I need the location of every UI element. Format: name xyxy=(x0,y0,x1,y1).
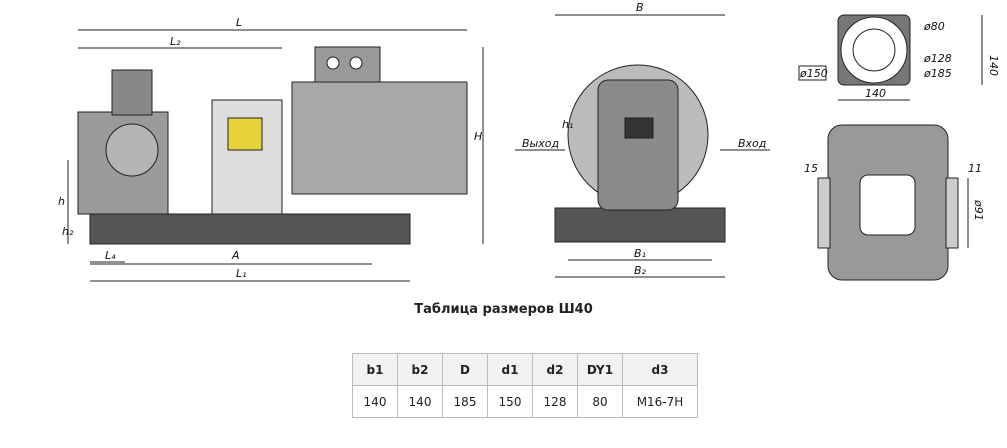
header-b1: b1 xyxy=(352,353,398,386)
dim-h2: h₂ xyxy=(62,225,74,238)
pump-technical-drawing: L L₂ H h h₂ L₄ A L₁ B h₁ Выход Вход B₁ B… xyxy=(58,1,1000,282)
dimensions-table: b1 b2 D d1 d2 DY1 d3 140 140 185 150 128… xyxy=(352,353,698,418)
value-b2: 140 xyxy=(397,385,443,418)
table-header-row: b1 b2 D d1 d2 DY1 d3 xyxy=(352,353,698,386)
dim-11: 11 xyxy=(968,162,982,175)
value-DY1: 80 xyxy=(577,385,623,418)
header-d2: d2 xyxy=(532,353,578,386)
dim-height-140: 140 xyxy=(987,55,1000,76)
dim-h: h xyxy=(58,195,65,208)
dim-d128: ø128 xyxy=(923,52,952,65)
flange-view xyxy=(798,14,983,101)
dim-width-140: 140 xyxy=(865,87,886,100)
header-d1: d1 xyxy=(487,353,533,386)
dim-L4: L₄ xyxy=(105,249,116,262)
side-view xyxy=(67,29,484,282)
section-view xyxy=(817,124,969,281)
header-b2: b2 xyxy=(397,353,443,386)
dim-15: 15 xyxy=(804,162,818,175)
dim-L: L xyxy=(236,16,242,29)
value-d2: 128 xyxy=(532,385,578,418)
dim-d150: ø150 xyxy=(799,67,828,80)
header-DY1: DY1 xyxy=(577,353,623,386)
dim-B2: B₂ xyxy=(634,264,647,277)
inlet-label: Вход xyxy=(738,137,766,150)
front-view xyxy=(515,14,770,278)
value-b1: 140 xyxy=(352,385,398,418)
table-row: 140 140 185 150 128 80 M16-7H xyxy=(352,385,698,418)
dim-B: B xyxy=(636,1,644,14)
dim-d80: ø80 xyxy=(923,20,945,33)
outlet-label: Выход xyxy=(522,137,559,150)
dim-d185: ø185 xyxy=(923,67,952,80)
dim-B1: B₁ xyxy=(634,247,646,260)
dim-L2: L₂ xyxy=(170,35,181,48)
dim-A: A xyxy=(231,249,240,262)
dim-L1: L₁ xyxy=(236,267,247,280)
value-D: 185 xyxy=(442,385,488,418)
dim-H: H xyxy=(474,130,482,143)
dim-d91: ø91 xyxy=(972,199,985,221)
value-d1: 150 xyxy=(487,385,533,418)
value-d3: M16-7H xyxy=(622,385,698,418)
header-d3: d3 xyxy=(622,353,698,386)
table-title: Таблица размеров Ш40 xyxy=(414,302,593,317)
header-D: D xyxy=(442,353,488,386)
dim-h1: h₁ xyxy=(562,118,573,131)
